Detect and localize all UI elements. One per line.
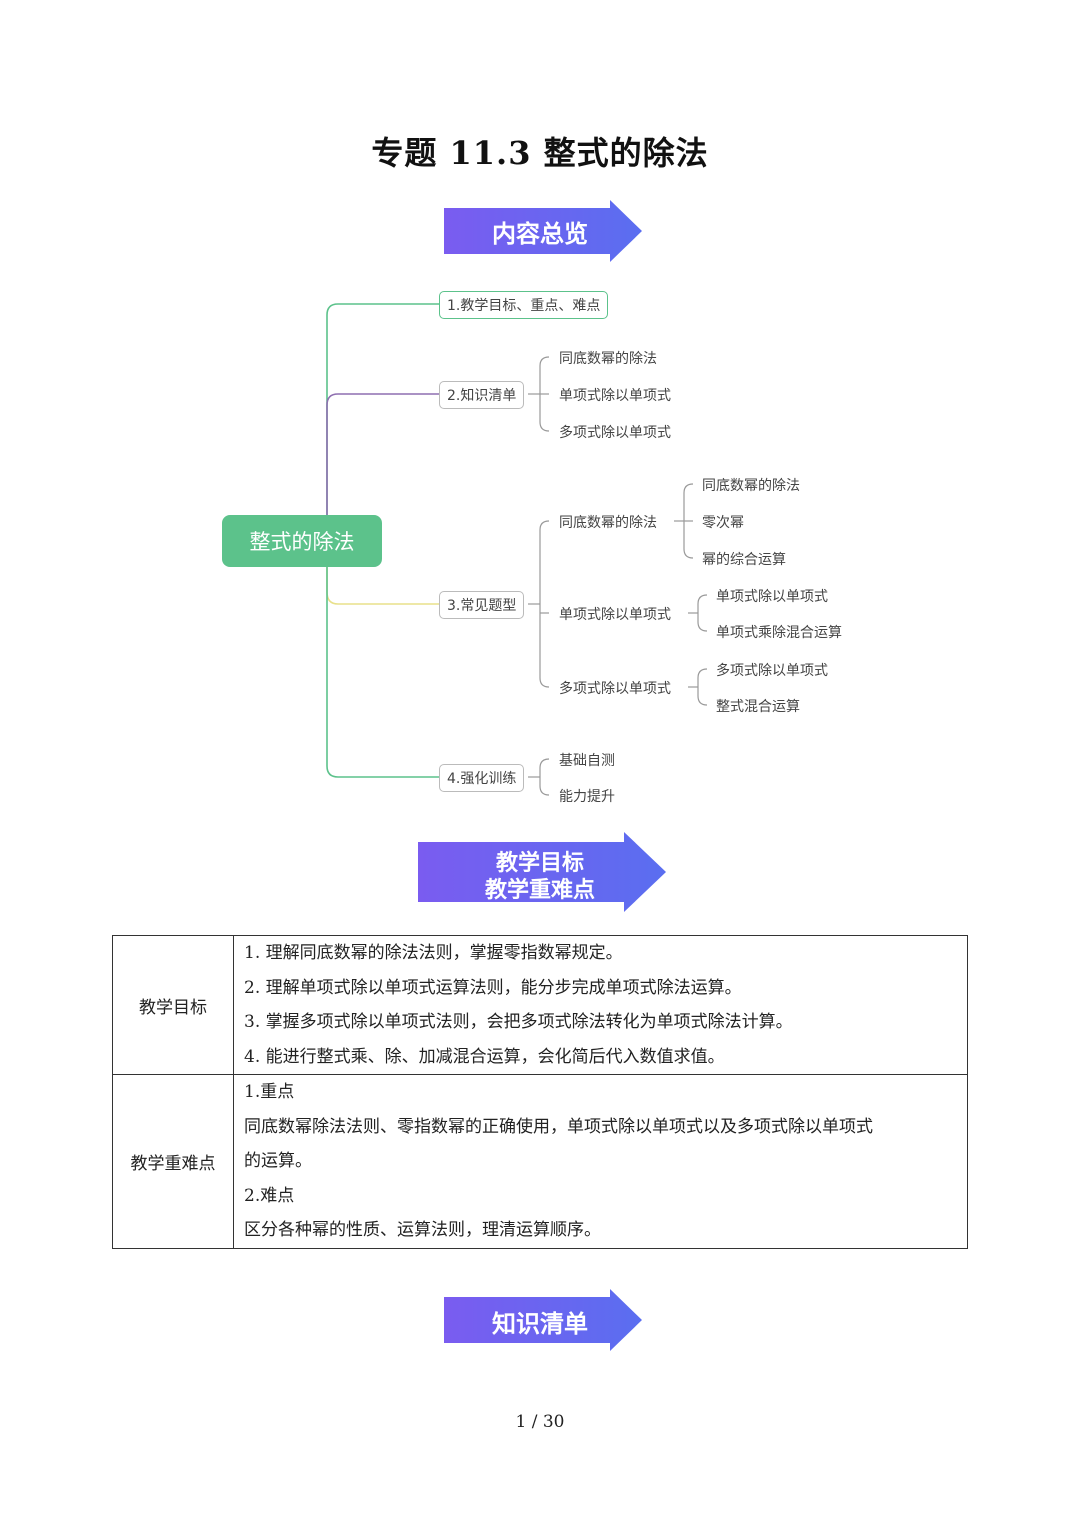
mindmap-connectors	[326, 303, 708, 796]
goals-content: 1. 理解同底数幂的除法法则，掌握零指数幂规定。 2. 理解单项式除以单项式运算…	[233, 935, 968, 1075]
mindmap-leaf: 能力提升	[559, 789, 615, 805]
mindmap-leaf: 单项式除以单项式	[716, 589, 828, 605]
page-number: 1 / 30	[515, 1412, 565, 1432]
mindmap-leaf: 单项式乘除混合运算	[716, 625, 842, 641]
mindmap-leaf: 多项式除以单项式	[716, 663, 828, 679]
mindmap-leaf: 同底数幂的除法	[559, 351, 657, 367]
goal-item: 2. 理解单项式除以单项式运算法则，能分步完成单项式除法运算。	[244, 977, 742, 998]
mindmap-leaf: 同底数幂的除法	[702, 478, 800, 494]
key-text: 同底数幂除法法则、零指数幂的正确使用，单项式除以单项式以及多项式除以单项式	[244, 1116, 873, 1137]
table-row: 教学重难点 1.重点 同底数幂除法法则、零指数幂的正确使用，单项式除以单项式以及…	[112, 1074, 968, 1249]
key-text: 的运算。	[244, 1151, 312, 1172]
mindmap-branch-1: 1.教学目标、重点、难点	[439, 291, 609, 319]
mindmap-branch-2: 2.知识清单	[439, 381, 525, 409]
mindmap-subgroup: 同底数幂的除法	[559, 515, 657, 531]
banner-goals-line1: 教学目标	[495, 851, 584, 876]
goal-item: 3. 掌握多项式除以单项式法则，会把多项式除法转化为单项式除法计算。	[244, 1012, 793, 1032]
banner-knowledge-label: 知识清单	[492, 1310, 588, 1338]
mindmap-branch-4: 4.强化训练	[439, 764, 525, 792]
goal-item: 4. 能进行整式乘、除、加减混合运算，会化简后代入数值求值。	[244, 1046, 725, 1067]
teaching-goals-table: 教学目标 1. 理解同底数幂的除法法则，掌握零指数幂规定。 2. 理解单项式除以…	[112, 935, 968, 1249]
mindmap-leaf: 多项式除以单项式	[559, 425, 671, 441]
mindmap-leaf: 零次幂	[702, 515, 744, 531]
mindmap-leaf: 整式混合运算	[716, 699, 800, 715]
difficulty-text: 区分各种幂的性质、运算法则，理清运算顺序。	[244, 1220, 601, 1241]
mindmap-leaf: 幂的综合运算	[702, 552, 786, 568]
mindmap-root: 整式的除法	[222, 515, 382, 567]
banner-overview-label: 内容总览	[492, 220, 588, 248]
mindmap-branch-3: 3.常见题型	[439, 591, 525, 619]
difficulty-heading: 2.难点	[244, 1185, 295, 1206]
banner-knowledge-shape	[444, 1289, 642, 1351]
goal-item: 1. 理解同底数幂的除法法则，掌握零指数幂规定。	[244, 943, 623, 963]
mindmap-leaf: 基础自测	[559, 753, 615, 769]
key-points-content: 1.重点 同底数幂除法法则、零指数幂的正确使用，单项式除以单项式以及多项式除以单…	[233, 1074, 968, 1249]
mindmap-subgroup: 多项式除以单项式	[559, 681, 671, 697]
key-points-label: 教学重难点	[112, 1074, 234, 1249]
mindmap-subgroup: 单项式除以单项式	[559, 607, 671, 623]
mindmap-leaf: 单项式除以单项式	[559, 388, 671, 404]
banner-goals-shape	[418, 832, 666, 912]
key-heading: 1.重点	[244, 1082, 295, 1103]
banner-goals-line2: 教学重难点	[484, 878, 595, 903]
banner-overview-shape	[444, 200, 642, 262]
goals-label: 教学目标	[112, 935, 234, 1075]
table-row: 教学目标 1. 理解同底数幂的除法法则，掌握零指数幂规定。 2. 理解单项式除以…	[112, 935, 968, 1075]
page-title: 专题 11.3 整式的除法	[371, 134, 709, 172]
